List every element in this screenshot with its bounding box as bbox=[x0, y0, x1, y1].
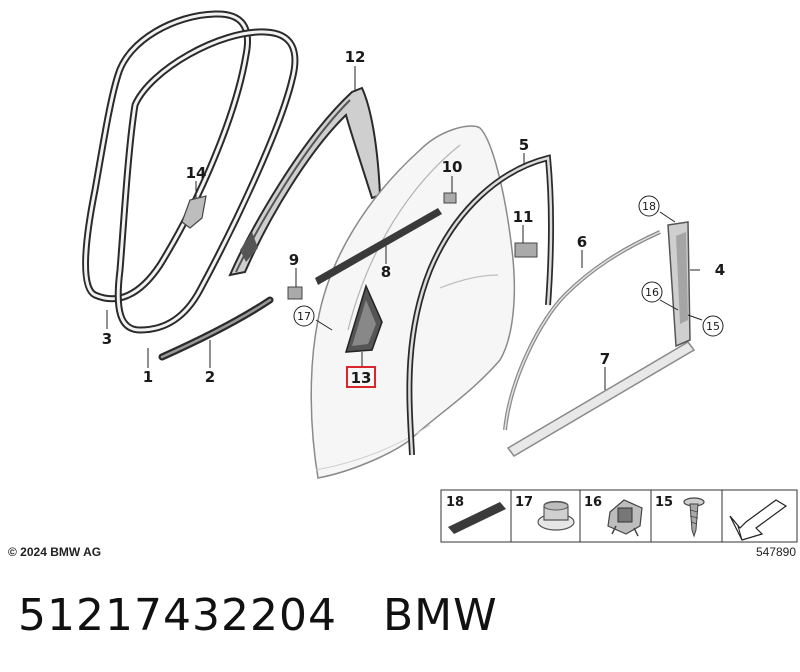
circled-callout-15: 15 bbox=[706, 320, 720, 333]
part-11-clip bbox=[514, 242, 538, 258]
callout-13-highlight-box bbox=[346, 366, 376, 388]
callout-1: 1 bbox=[143, 368, 153, 386]
callout-6: 6 bbox=[577, 233, 587, 251]
belt-line-strip bbox=[315, 208, 442, 285]
circled-callout-16: 16 bbox=[645, 286, 659, 299]
legend-strip: 18 17 16 15 bbox=[440, 489, 798, 543]
screw-icon bbox=[683, 497, 705, 538]
callout-14: 14 bbox=[186, 164, 207, 182]
circled-callout-16-ring bbox=[641, 281, 663, 303]
window-frame-seal bbox=[406, 154, 554, 456]
part-10-clip bbox=[443, 192, 457, 204]
clip-nut-icon bbox=[537, 500, 575, 531]
leader-lines bbox=[106, 66, 703, 390]
callout-10: 10 bbox=[442, 158, 463, 176]
callout-3: 3 bbox=[102, 330, 112, 348]
outer-glass-seal bbox=[503, 230, 661, 431]
mirror-triangle-trim bbox=[344, 283, 383, 353]
circled-callouts: 18 16 15 17 bbox=[293, 195, 724, 337]
legend-label-17: 17 bbox=[515, 495, 533, 510]
copyright-text: © 2024 BMW AG bbox=[8, 545, 101, 559]
door-seal-outer bbox=[82, 10, 251, 303]
circled-callout-17-ring bbox=[293, 305, 315, 327]
circled-callout-15-ring bbox=[702, 315, 724, 337]
callout-13: 13 bbox=[351, 369, 372, 387]
part-9-clip bbox=[287, 286, 303, 300]
callout-11: 11 bbox=[513, 208, 534, 226]
callout-labels: 1 2 3 4 5 6 7 8 9 10 11 12 13 14 bbox=[102, 48, 725, 388]
callout-5: 5 bbox=[519, 136, 529, 154]
callout-12: 12 bbox=[345, 48, 366, 66]
callout-4: 4 bbox=[715, 261, 725, 279]
retaining-clip-icon bbox=[607, 499, 643, 537]
window-sill-strip bbox=[506, 341, 696, 457]
arrow-icon bbox=[729, 499, 788, 541]
bracket-part bbox=[181, 195, 207, 229]
sill-strip bbox=[158, 296, 274, 361]
diagram-number: 547890 bbox=[756, 545, 796, 559]
callout-9: 9 bbox=[289, 251, 299, 269]
part-number: 51217432204 bbox=[18, 590, 337, 641]
callout-7: 7 bbox=[600, 350, 610, 368]
circled-callout-18-ring bbox=[638, 195, 660, 217]
door-seal-inner bbox=[114, 28, 299, 334]
adhesive-strip-icon bbox=[448, 502, 506, 534]
brand-name: BMW bbox=[382, 590, 498, 641]
legend-label-18: 18 bbox=[446, 495, 464, 510]
circled-callout-17: 17 bbox=[297, 310, 311, 323]
part-number-line: 51217432204 BMW bbox=[18, 590, 498, 641]
legend-label-16: 16 bbox=[584, 495, 602, 510]
legend-label-15: 15 bbox=[655, 495, 673, 510]
callout-2: 2 bbox=[205, 368, 215, 386]
b-pillar-trim bbox=[667, 221, 691, 348]
circled-callout-18: 18 bbox=[642, 200, 656, 213]
callout-8: 8 bbox=[381, 263, 391, 281]
